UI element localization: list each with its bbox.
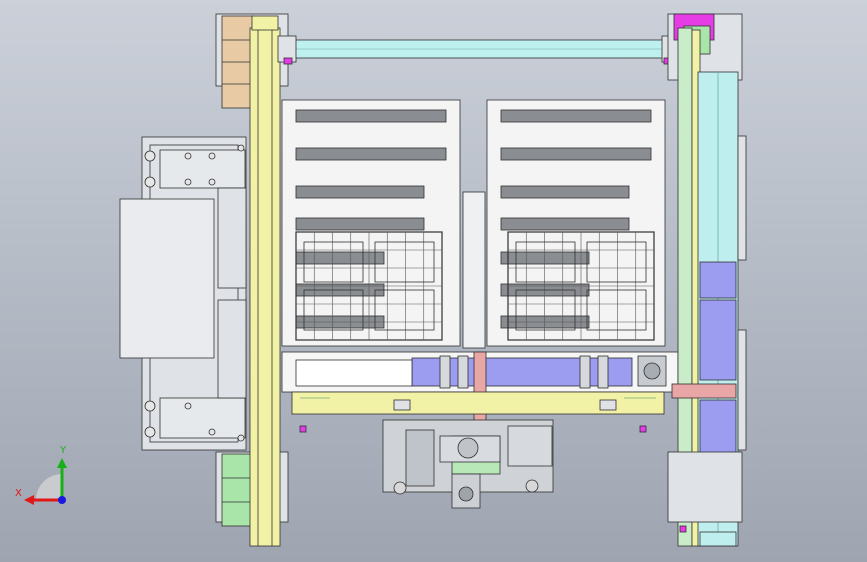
center-divider-plate[interactable] (462, 191, 486, 349)
left-platform-slot-4[interactable] (295, 217, 425, 231)
left-bracket-bolt-8[interactable] (208, 178, 216, 186)
left-tray-basket-cell-a[interactable] (303, 241, 364, 283)
carriage-roller-3[interactable] (579, 355, 591, 389)
right-conveyor-belt-upper[interactable] (699, 261, 737, 299)
right-platform-slot-4[interactable] (500, 217, 630, 231)
left-bracket-bottom-block[interactable] (159, 397, 246, 439)
left-tray-basket-cell-b[interactable] (374, 241, 435, 283)
right-rail-marker[interactable] (679, 525, 687, 533)
left-rail-cap-top[interactable] (251, 15, 279, 31)
right-bottom-mount-plate[interactable] (667, 451, 743, 523)
left-bracket-bolt-2[interactable] (144, 176, 156, 188)
right-platform-slot-2[interactable] (500, 147, 652, 161)
carriage-roller-2[interactable] (457, 355, 469, 389)
right-conveyor-belt-middle[interactable] (699, 299, 737, 381)
lower-rail-marker-left[interactable] (299, 425, 307, 433)
left-bracket-arm-bottom[interactable] (217, 299, 247, 399)
left-platform-slot-2[interactable] (295, 147, 447, 161)
right-tray-basket-cell-a[interactable] (515, 241, 576, 283)
left-bracket-top-block[interactable] (159, 149, 246, 189)
right-conveyor-cap[interactable] (699, 531, 737, 547)
left-platform-slot-5[interactable] (295, 251, 385, 265)
left-bracket-bolt-11[interactable] (237, 144, 245, 152)
right-platform-slot-1[interactable] (500, 109, 652, 123)
lower-rail-clamp-1[interactable] (393, 399, 411, 411)
lower-rail-marker-right[interactable] (639, 425, 647, 433)
left-bracket-bolt-6[interactable] (208, 152, 216, 160)
right-tray-basket-cell-d[interactable] (586, 289, 647, 331)
left-bracket-bolt-5[interactable] (184, 152, 192, 160)
left-bracket-bolt-4[interactable] (144, 426, 156, 438)
drive-foot-left[interactable] (393, 481, 407, 495)
left-bottom-green-block[interactable] (221, 453, 253, 527)
left-bracket-bolt-1[interactable] (144, 150, 156, 162)
left-bracket-bolt-7[interactable] (184, 178, 192, 186)
right-tray-basket-cell-b[interactable] (586, 241, 647, 283)
left-rail-outer[interactable] (249, 27, 281, 547)
lower-rail-clamp-2[interactable] (599, 399, 617, 411)
right-platform-slot-3[interactable] (500, 185, 630, 199)
left-platform-slot-3[interactable] (295, 185, 425, 199)
carriage-roller-1[interactable] (439, 355, 451, 389)
drive-foot-right[interactable] (525, 479, 539, 493)
left-bracket-arm-top[interactable] (217, 187, 247, 289)
left-bracket-bolt-10[interactable] (208, 428, 216, 436)
carriage-roller-4[interactable] (597, 355, 609, 389)
left-platform-slot-1[interactable] (295, 109, 447, 123)
right-conveyor-strap[interactable] (671, 383, 737, 399)
drive-right-bracket[interactable] (507, 425, 553, 467)
right-platform-slot-5[interactable] (500, 251, 590, 265)
right-tray-basket-cell-c[interactable] (515, 289, 576, 331)
left-tray-basket-cell-d[interactable] (374, 289, 435, 331)
drive-gearbox[interactable] (405, 429, 435, 487)
left-bracket-bolt-9[interactable] (184, 402, 192, 410)
beam-marker-left[interactable] (283, 57, 293, 65)
right-side-tab-2[interactable] (737, 329, 747, 451)
left-bracket-bolt-3[interactable] (144, 400, 156, 412)
carriage-guide-left[interactable] (295, 359, 413, 387)
carriage-motor-hub[interactable] (643, 362, 661, 380)
right-side-tab-1[interactable] (737, 135, 747, 261)
drive-pulley[interactable] (457, 437, 479, 459)
drive-lower-hub[interactable] (458, 486, 474, 502)
lower-rail[interactable] (291, 391, 665, 415)
right-conveyor-belt-lower[interactable] (699, 399, 737, 455)
left-tray-basket-cell-c[interactable] (303, 289, 364, 331)
left-bracket-bolt-12[interactable] (237, 434, 245, 442)
left-cover-box[interactable] (119, 198, 215, 359)
